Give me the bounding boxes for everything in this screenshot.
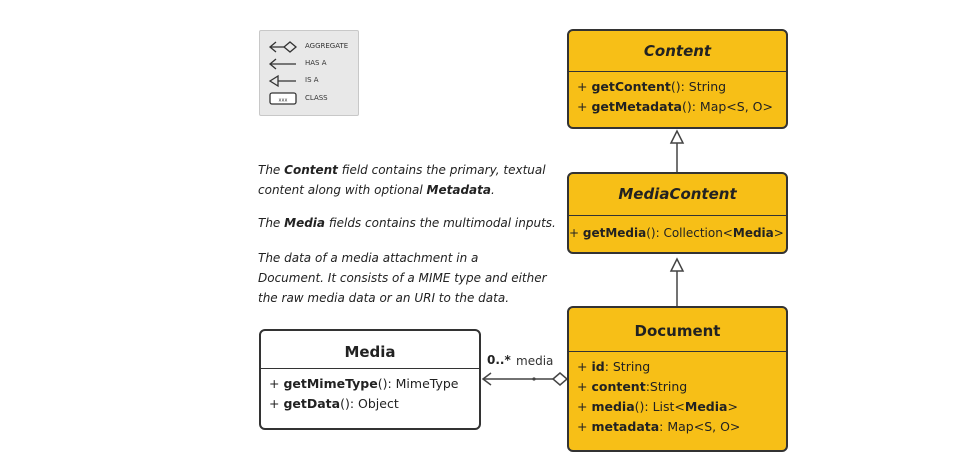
association-dot <box>532 377 536 381</box>
class-document: Document + id: String + content:String +… <box>567 306 788 452</box>
class-media-content-title: MediaContent <box>569 174 786 216</box>
class-media: Media + getMimeType(): MimeType + getDat… <box>259 329 481 430</box>
note-media-bold: Media <box>284 216 326 230</box>
class-box-icon-text: xxx <box>279 98 288 104</box>
aggregation-diamond <box>551 372 569 386</box>
member-metadata: + metadata: Map<S, O> <box>577 419 741 434</box>
class-media-content: MediaContent + getMedia(): Collection<Me… <box>567 172 788 254</box>
aggregate-diamond-icon <box>268 41 298 53</box>
class-document-title: Document <box>569 308 786 352</box>
note-attachment: The data of a media attachment in a Docu… <box>258 251 547 305</box>
member-get-media: + getMedia(): Collection<Media> <box>569 226 784 240</box>
member-get-mime-type: + getMimeType(): MimeType <box>269 376 459 391</box>
has-a-arrowhead <box>481 372 492 386</box>
note-metadata-bold: Metadata <box>426 183 491 197</box>
legend-label-is-a: IS A <box>305 76 319 84</box>
class-content-members: + getContent(): String + getMetadata(): … <box>569 72 786 117</box>
member-id: + id: String <box>577 359 651 374</box>
member-content: + content:String <box>577 379 688 394</box>
legend-label-has-a: HAS A <box>305 59 327 67</box>
legend-panel: AGGREGATE HAS A IS A xxx CLASS <box>259 30 359 116</box>
association-multiplicity: 0..* <box>487 353 511 367</box>
note-content: The Content field contains the primary, … <box>258 163 546 197</box>
association-role: media <box>516 354 554 368</box>
is-a-triangle-icon <box>268 74 296 88</box>
has-a-arrow-icon <box>268 58 296 70</box>
is-a-arrowhead-document <box>669 257 685 272</box>
class-media-content-members: + getMedia(): Collection<Media> <box>569 216 786 243</box>
note-media: The Media fields contains the multimodal… <box>258 216 556 230</box>
legend-label-aggregate: AGGREGATE <box>305 42 349 50</box>
class-media-members: + getMimeType(): MimeType + getData(): O… <box>261 369 479 414</box>
member-get-metadata: + getMetadata(): Map<S, O> <box>577 99 773 114</box>
class-media-title: Media <box>261 331 479 369</box>
legend-label-class: CLASS <box>305 94 328 102</box>
is-a-arrowhead-media-content <box>669 129 685 144</box>
class-document-members: + id: String + content:String + media():… <box>569 352 786 437</box>
member-get-content: + getContent(): String <box>577 79 727 94</box>
member-media: + media(): List<Media> <box>577 399 738 414</box>
note-content-bold: Content <box>284 163 338 177</box>
class-box-icon: xxx <box>269 92 297 105</box>
member-get-data: + getData(): Object <box>269 396 399 411</box>
class-content-title: Content <box>569 31 786 72</box>
class-content: Content + getContent(): String + getMeta… <box>567 29 788 129</box>
